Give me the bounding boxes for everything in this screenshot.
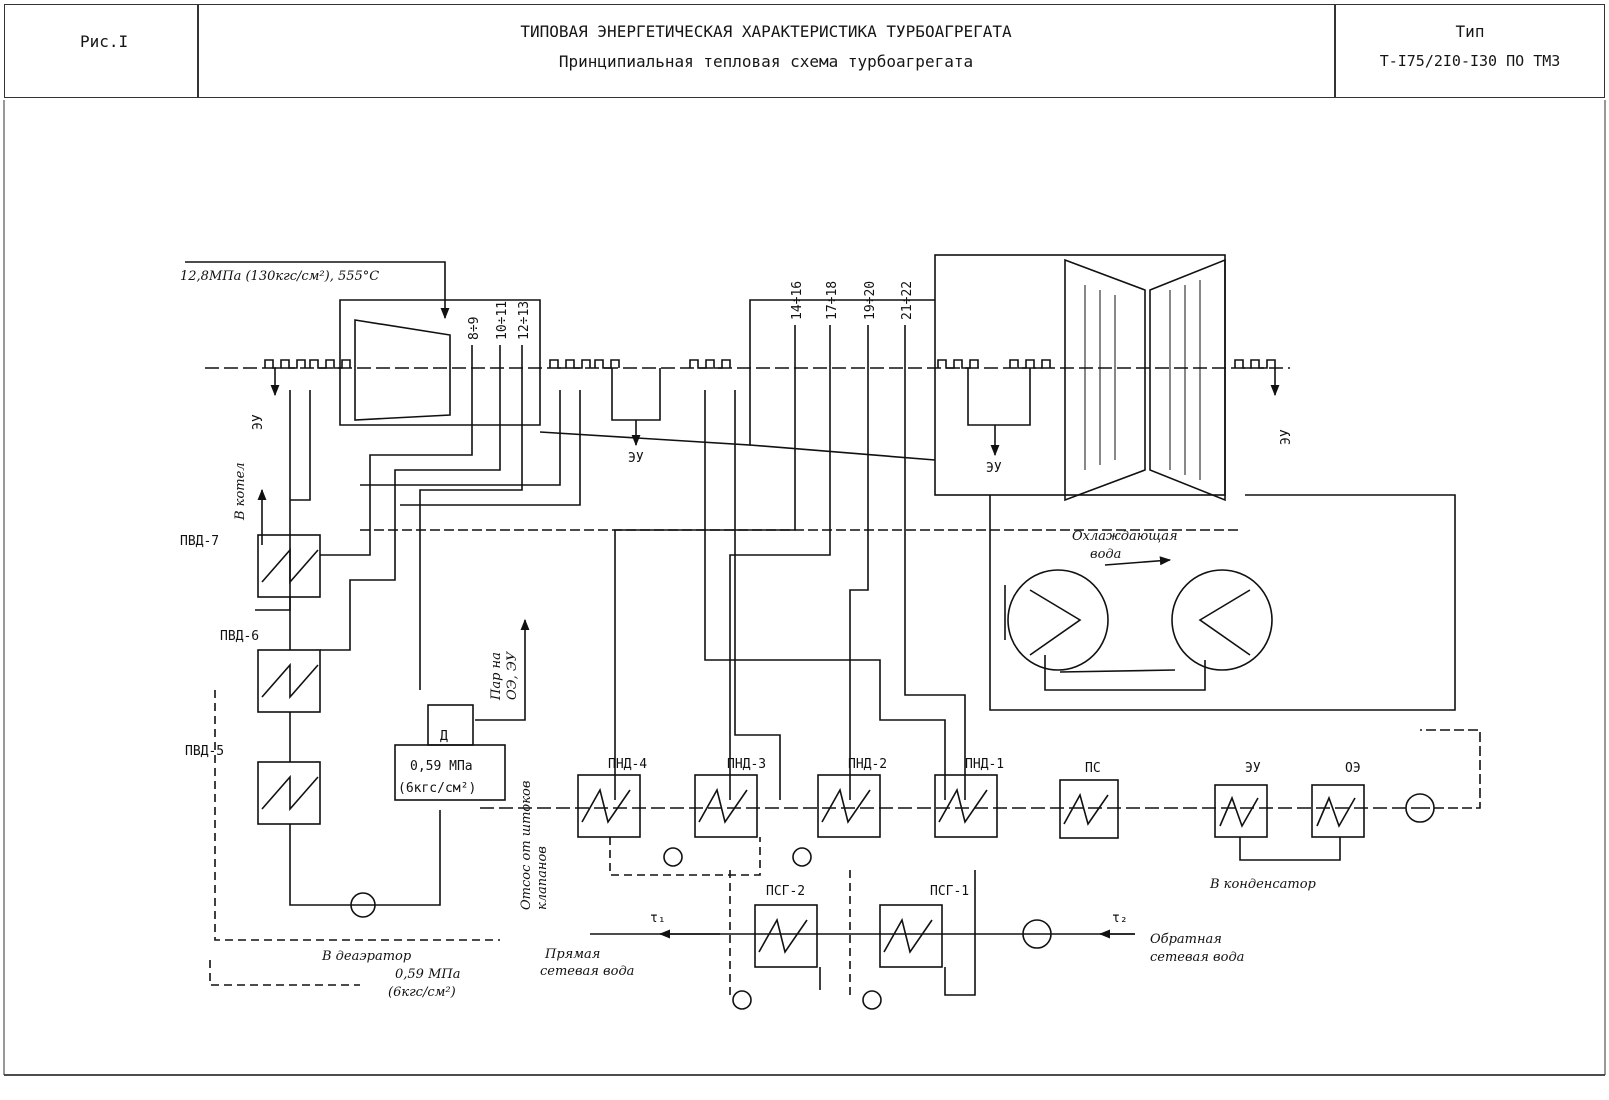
figure-label: Рис.I <box>80 32 129 51</box>
lp-heater-3 <box>694 774 758 838</box>
ejector-cooler-eu <box>1214 784 1268 838</box>
live-steam-line <box>185 261 450 320</box>
oe-label: ОЭ <box>1345 761 1361 776</box>
ejector-label-1: ЭУ <box>251 414 266 430</box>
ejector-label-2: ЭУ <box>628 451 644 466</box>
network-heater-1-label: ПСГ-1 <box>930 884 969 899</box>
lp-heater-1 <box>934 774 998 838</box>
hp-heater-5 <box>257 761 321 825</box>
condensate-pump <box>1405 793 1435 823</box>
lp-cylinder <box>934 254 1226 496</box>
supply-water-2: сетевая вода <box>540 964 634 979</box>
deaerator-label: Д <box>440 729 448 744</box>
hp-cylinder <box>339 299 541 426</box>
extraction-labels: 8÷9 10÷11 12÷13 14÷16 17÷18 19÷20 21÷22 <box>467 281 915 340</box>
lp-heater-3-label: ПНД-3 <box>727 757 766 772</box>
header-cell-figure <box>4 4 199 98</box>
header-cell-title <box>197 4 1336 98</box>
hp-heater-6-label: ПВД-6 <box>220 629 259 644</box>
type-value: Т-I75/2I0-I30 ПО ТМЗ <box>1379 52 1561 70</box>
type-label: Тип <box>1455 22 1485 41</box>
lp-heater-1-label: ПНД-1 <box>965 757 1004 772</box>
cooling-water-1: Охлаждающая <box>1072 529 1178 544</box>
sheet-title: ТИПОВАЯ ЭНЕРГЕТИЧЕСКАЯ ХАРАКТЕРИСТИКА ТУ… <box>520 22 1012 41</box>
return-temp-label: τ₂ <box>1112 911 1128 926</box>
extraction-label-7: 21÷22 <box>900 281 915 320</box>
gland-seals <box>264 359 1276 369</box>
stem-leakage-1: Отсос от штоков <box>519 781 534 910</box>
return-water-1: Обратная <box>1150 932 1222 947</box>
deaerator-pressure-bottom-kgs: (6кгс/см²) <box>388 985 456 1000</box>
condenser-left <box>1007 569 1109 671</box>
to-deaerator-label: В деаэратор <box>321 949 412 964</box>
network-heater-2-label: ПСГ-2 <box>766 884 805 899</box>
lp-flow-path <box>1064 258 1146 502</box>
to-condenser-label: В конденсатор <box>1209 877 1317 892</box>
extraction-label-6: 19÷20 <box>863 281 878 320</box>
hp-heater-5-label: ПВД-5 <box>185 744 224 759</box>
supply-water-1: Прямая <box>544 947 600 962</box>
extraction-label-1: 8÷9 <box>467 317 482 340</box>
hp-heater-6 <box>257 649 321 713</box>
supply-temp-label: τ₁ <box>650 911 666 926</box>
deaerator-pressure: 0,59 МПа <box>410 759 473 774</box>
hp-heater-7 <box>257 534 321 598</box>
condenser-right <box>1171 569 1273 671</box>
lp-heater-2 <box>817 774 881 838</box>
header-cell-type <box>1334 4 1605 98</box>
steam-to-ejector-2: ОЭ, ЭУ <box>505 650 520 700</box>
boiler-label: В котел <box>233 462 248 521</box>
ps-label: ПС <box>1085 761 1101 776</box>
lp-heater-2-label: ПНД-2 <box>848 757 887 772</box>
lp-heater-4-label: ПНД-4 <box>608 757 647 772</box>
return-water-2: сетевая вода <box>1150 950 1244 965</box>
deaerator-pressure-kgs: (6кгс/см²) <box>398 781 476 796</box>
network-pump <box>1022 919 1052 949</box>
ejector-cooler-oe <box>1311 784 1365 838</box>
eu-label: ЭУ <box>1245 761 1261 776</box>
deaerator-pressure-bottom: 0,59 МПа <box>395 967 460 982</box>
network-heater-1 <box>879 904 943 968</box>
hp-heater-7-label: ПВД-7 <box>180 534 219 549</box>
hp-flow-path <box>354 319 451 421</box>
extraction-label-4: 14÷16 <box>790 281 805 320</box>
extraction-label-2: 10÷11 <box>495 301 510 340</box>
sheet-subtitle: Принципиальная тепловая схема турбоагрег… <box>558 52 974 71</box>
steam-to-ejector-1: Пар на <box>489 652 504 701</box>
cooling-water-2: вода <box>1090 547 1121 562</box>
extraction-label-3: 12÷13 <box>517 301 532 340</box>
ejector-label-4: ЭУ <box>1279 429 1294 445</box>
extraction-label-5: 17÷18 <box>825 281 840 320</box>
ejector-label-3: ЭУ <box>986 461 1002 476</box>
stem-leakage-2: клапанов <box>535 846 550 910</box>
ip-cylinder <box>539 299 935 446</box>
gland-heater-ps <box>1059 779 1119 839</box>
lp-heater-4 <box>577 774 641 838</box>
feed-pump <box>350 892 376 918</box>
network-heater-2 <box>754 904 818 968</box>
steam-parameters-label: 12,8МПа (130кгс/см²), 555°С <box>180 269 379 284</box>
